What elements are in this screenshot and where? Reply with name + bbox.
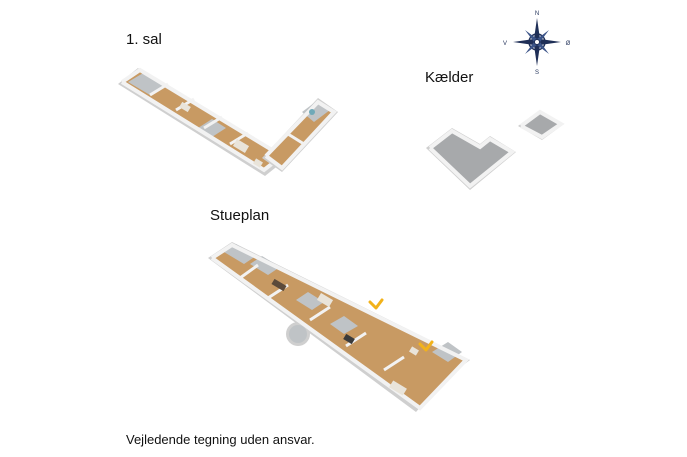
basement-plan xyxy=(426,109,565,190)
disclaimer-text: Vejledende tegning uden ansvar. xyxy=(126,432,315,447)
floor-label-first: 1. sal xyxy=(126,31,162,48)
entrance-marker-icon xyxy=(418,340,434,352)
floor-label-basement: Kælder xyxy=(425,69,474,86)
compass-south-label: S xyxy=(535,70,539,76)
compass-north-label: N xyxy=(535,11,539,17)
floor-label-ground: Stueplan xyxy=(210,207,270,224)
ground-floor-plan xyxy=(208,242,470,412)
entrance-marker-icon xyxy=(368,298,384,310)
first-floor-plan xyxy=(118,67,338,176)
compass-east-label: Ø xyxy=(566,41,571,47)
compass-rose-icon: N S Ø V xyxy=(503,11,571,76)
compass-west-label: V xyxy=(503,41,507,47)
